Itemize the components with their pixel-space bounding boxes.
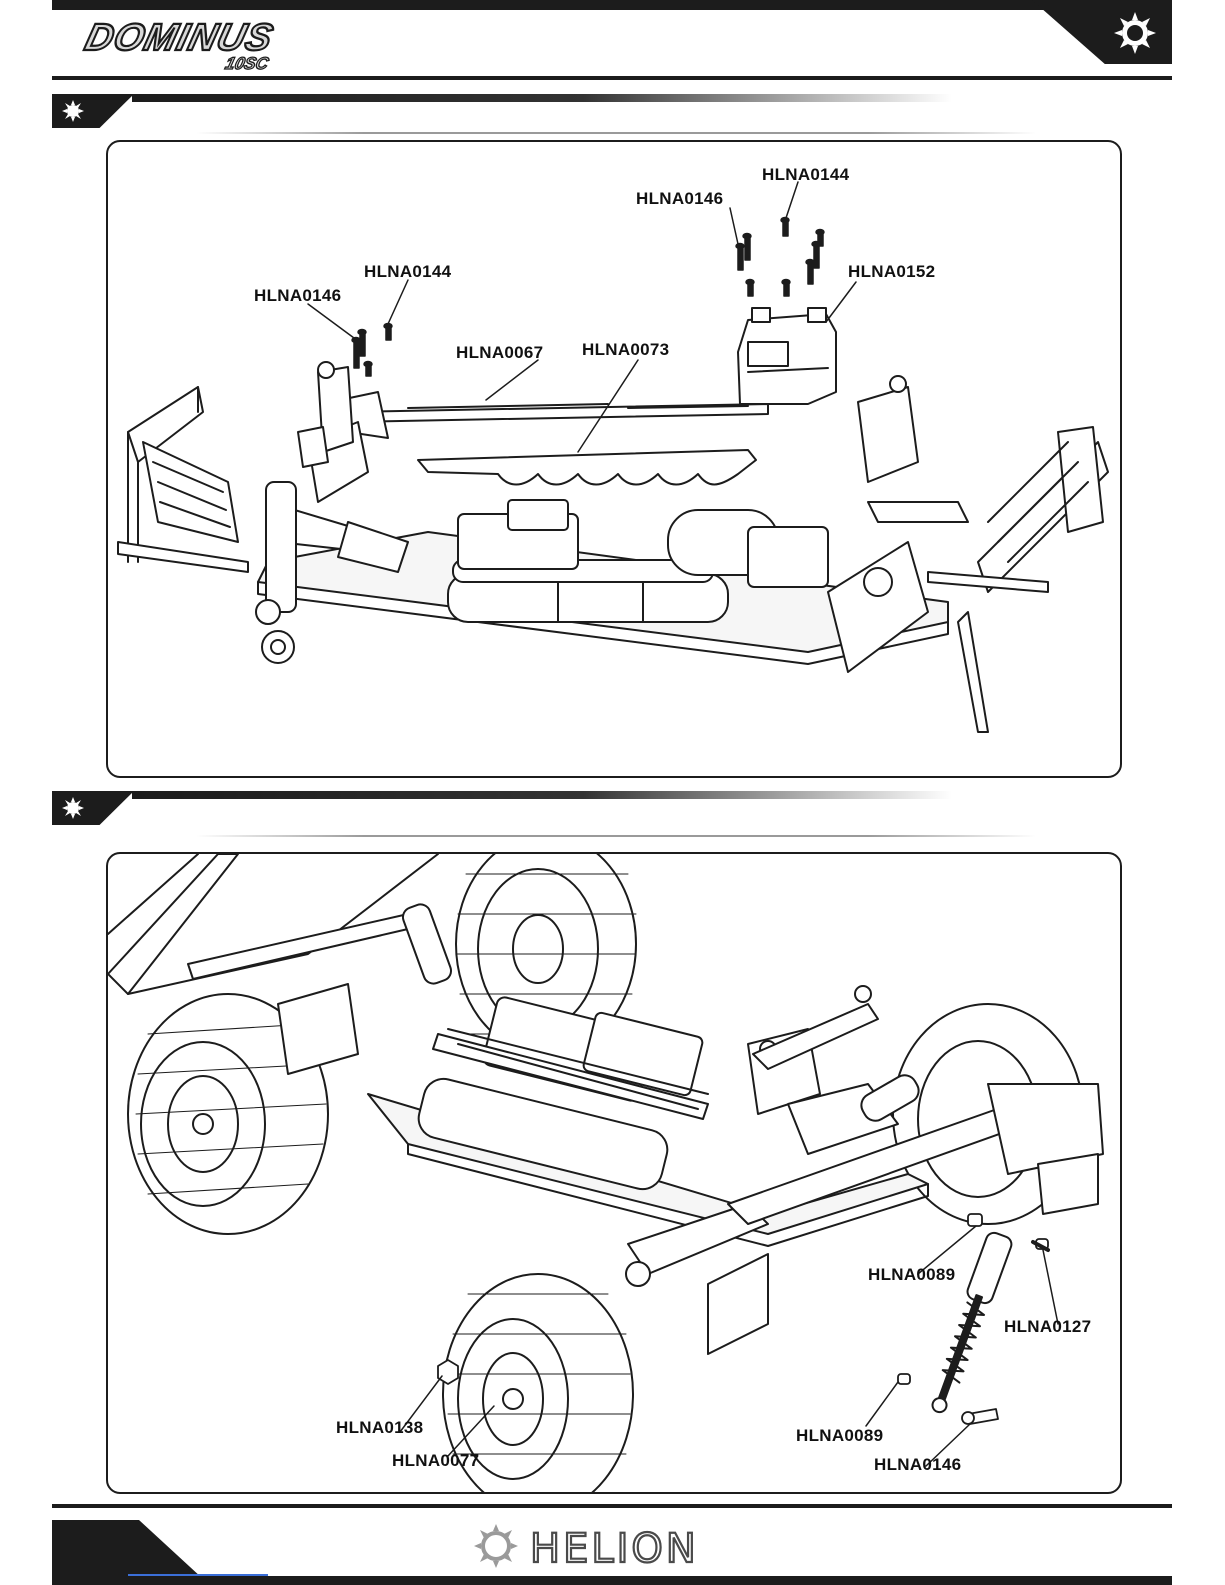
header-top-bar bbox=[52, 0, 1172, 10]
step-2-bar bbox=[52, 791, 952, 825]
header-rule bbox=[52, 76, 1172, 80]
footer-rule bbox=[52, 1504, 1172, 1508]
callout-label: HLNA0144 bbox=[762, 166, 849, 183]
chassis-exploded-drawing bbox=[108, 142, 1120, 776]
footer-bar bbox=[52, 1576, 1172, 1585]
step-2-rule bbox=[196, 835, 1036, 837]
callout-label: HLNA0089 bbox=[796, 1427, 883, 1444]
callout-label: HLNA0146 bbox=[874, 1456, 961, 1473]
footer-link-underline bbox=[128, 1574, 268, 1576]
callout-label: HLNA0144 bbox=[364, 263, 451, 280]
callout-label: HLNA0067 bbox=[456, 344, 543, 361]
step-1-rule bbox=[196, 132, 1036, 134]
step-1-bar bbox=[52, 94, 952, 128]
callout-label: HLNA0073 bbox=[582, 341, 669, 358]
callout-label: HLNA0138 bbox=[336, 1419, 423, 1436]
svg-text:10SC: 10SC bbox=[223, 53, 271, 72]
chassis-assembly-drawing bbox=[108, 854, 1120, 1492]
helion-brand-logo: HELION bbox=[474, 1520, 764, 1572]
dominus-logo: DOMINUS 10SC bbox=[78, 14, 338, 72]
callout-label: HLNA0146 bbox=[636, 190, 723, 207]
header-corner-tab bbox=[1032, 0, 1172, 64]
svg-text:HELION: HELION bbox=[530, 1526, 699, 1572]
footer-corner-tab bbox=[52, 1520, 202, 1578]
step-1-diagram-panel: HLNA0144 HLNA0146 HLNA0152 HLNA0144 HLNA… bbox=[106, 140, 1122, 778]
sun-gear-icon bbox=[1032, 0, 1172, 64]
callout-label: HLNA0077 bbox=[392, 1452, 479, 1469]
callout-label: HLNA0127 bbox=[1004, 1318, 1091, 1335]
sun-gear-icon bbox=[474, 1524, 518, 1568]
callout-label: HLNA0089 bbox=[868, 1266, 955, 1283]
callout-label: HLNA0146 bbox=[254, 287, 341, 304]
sun-gear-icon bbox=[61, 796, 85, 820]
sun-gear-icon bbox=[61, 99, 85, 123]
step-2-diagram-panel: HLNA0089 HLNA0127 HLNA0138 HLNA0077 HLNA… bbox=[106, 852, 1122, 1494]
callout-label: HLNA0152 bbox=[848, 263, 935, 280]
